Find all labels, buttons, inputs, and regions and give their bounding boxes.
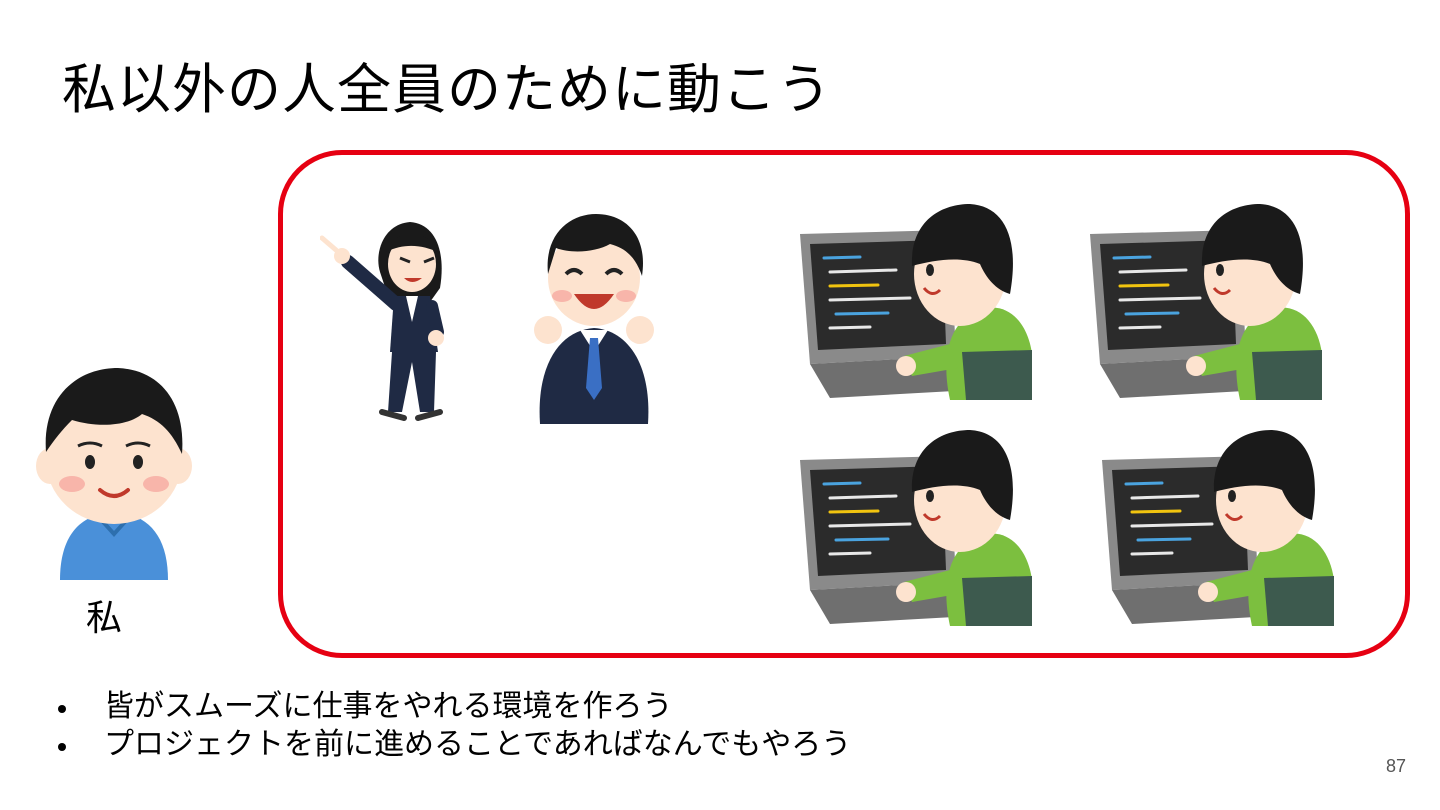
programmer-icon xyxy=(1090,204,1322,400)
person-icon xyxy=(36,368,192,580)
slide-title: 私以外の人全員のために動こう xyxy=(62,58,832,121)
manager-woman-icon xyxy=(320,222,444,421)
programmer-icon xyxy=(800,204,1032,400)
page-number: 87 xyxy=(1385,756,1406,776)
bullet-list: 皆がスムーズに仕事をやれる環境を作ろう プロジェクトを前に進めることであればなん… xyxy=(58,688,851,764)
programmer-icon xyxy=(1102,430,1334,626)
team-frame xyxy=(278,150,1410,658)
programmer-icon xyxy=(800,430,1032,626)
bullet-item: プロジェクトを前に進めることであればなんでもやろう xyxy=(58,726,851,764)
me-label: 私 xyxy=(86,598,123,639)
bullet-item: 皆がスムーズに仕事をやれる環境を作ろう xyxy=(58,688,851,726)
happy-businessman-icon xyxy=(534,214,654,424)
